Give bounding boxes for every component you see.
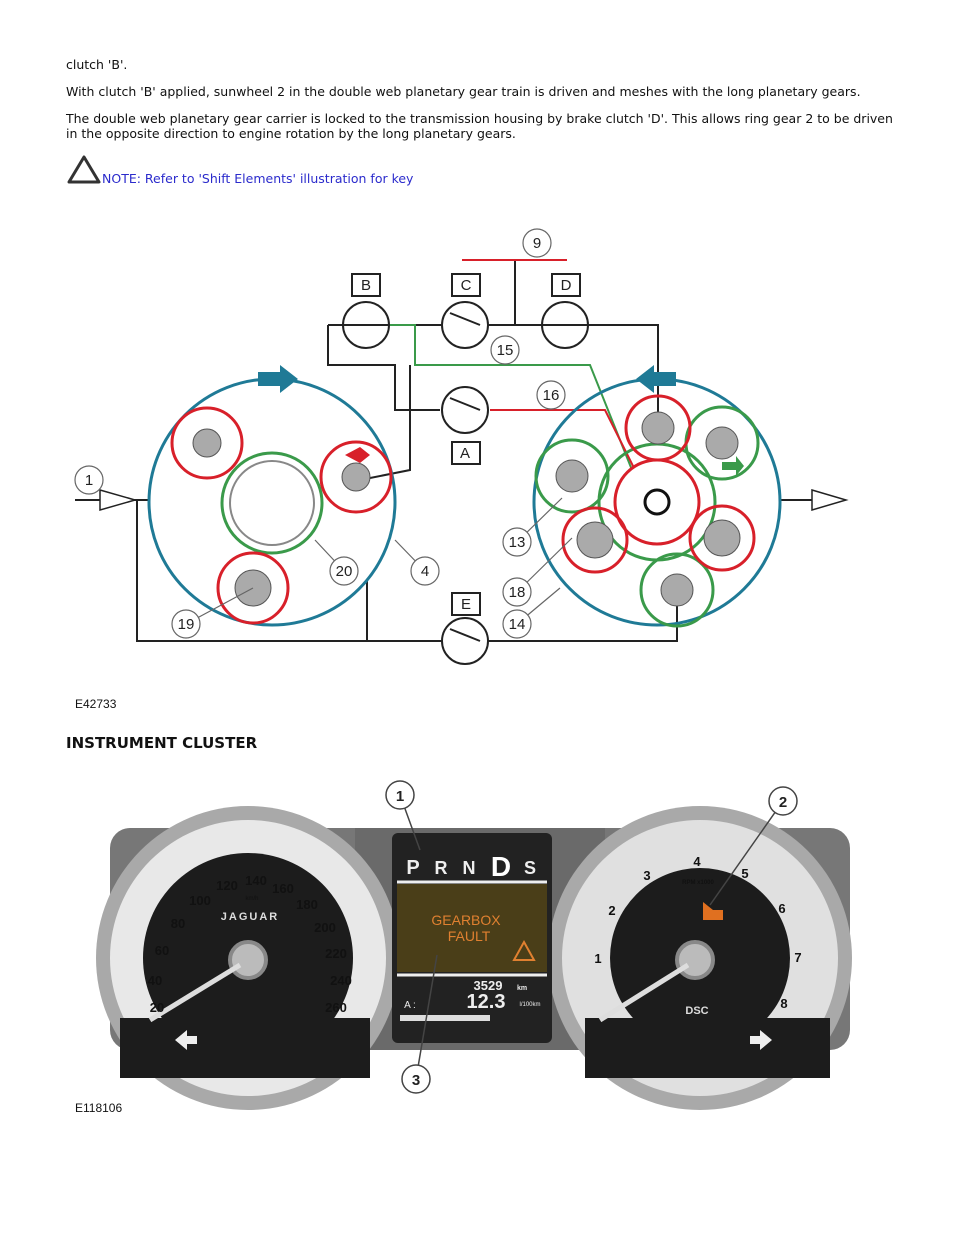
figure-id: E42733	[75, 697, 117, 711]
message-line-1: GEARBOX	[431, 912, 501, 928]
consumption: 12.3	[467, 991, 506, 1013]
odometer: 3529	[474, 978, 503, 993]
rpm-tick: 7	[794, 950, 801, 965]
gear-n: N	[463, 858, 476, 878]
callout-18: 18	[509, 584, 526, 601]
callout-14: 14	[509, 616, 526, 633]
brand-logo: JAGUAR	[221, 911, 279, 923]
paragraph: With clutch 'B' applied, sunwheel 2 in t…	[66, 84, 861, 99]
gear-p: P	[406, 857, 419, 879]
gear-s: S	[524, 858, 536, 878]
callout-1: 1	[85, 472, 93, 489]
message-line-2: FAULT	[448, 928, 491, 944]
rpm-unit: RPM x1000	[682, 880, 714, 886]
speed-unit: km/h	[245, 896, 258, 902]
note-text: NOTE: Refer to 'Shift Elements' illustra…	[102, 171, 414, 186]
clutch-label-e: E	[461, 596, 471, 613]
clutch-label-b: B	[361, 277, 371, 294]
trip-label: A :	[404, 1000, 416, 1011]
speed-tick: 160	[272, 881, 294, 896]
speed-tick: 240	[330, 973, 352, 988]
callout-20: 20	[336, 563, 353, 580]
callout-2: 2	[779, 794, 787, 811]
speed-tick: 220	[325, 946, 347, 961]
speed-tick: 180	[296, 897, 318, 912]
gear-r: R	[435, 858, 448, 878]
rpm-tick: 1	[594, 951, 601, 966]
rpm-tick: 2	[608, 903, 615, 918]
speed-tick: 40	[148, 973, 162, 988]
speed-tick: 200	[314, 920, 336, 935]
dsc-label: DSC	[685, 1005, 708, 1017]
speed-tick: 140	[245, 873, 267, 888]
callout-3: 3	[412, 1072, 420, 1089]
figure-id: E118106	[75, 1101, 123, 1115]
paragraph: clutch 'B'.	[66, 57, 128, 72]
section-heading: INSTRUMENT CLUSTER	[66, 734, 258, 752]
speed-tick: 260	[325, 1000, 347, 1015]
clutch-label-d: D	[561, 277, 572, 294]
callout-4: 4	[421, 563, 429, 580]
speed-tick: 60	[155, 943, 169, 958]
rpm-tick: 6	[778, 901, 785, 916]
gear-d: D	[491, 851, 511, 882]
clutch-label-a: A	[460, 445, 470, 462]
callout-9: 9	[533, 235, 541, 252]
callout-19: 19	[178, 616, 195, 633]
warning-triangle-icon	[67, 155, 101, 184]
callout-15: 15	[497, 342, 514, 359]
note: NOTE: Refer to 'Shift Elements' illustra…	[66, 152, 413, 186]
consumption-unit: l/100km	[519, 1002, 540, 1008]
odometer-unit: km	[517, 985, 527, 992]
callout-1: 1	[396, 788, 404, 805]
clutch-label-c: C	[461, 277, 472, 294]
callout-16: 16	[543, 387, 560, 404]
rpm-tick: 3	[643, 868, 650, 883]
speed-tick: 100	[189, 893, 211, 908]
rpm-tick: 5	[741, 866, 748, 881]
paragraph: The double web planetary gear carrier is…	[66, 111, 893, 141]
callout-13: 13	[509, 534, 526, 551]
instrument-cluster	[96, 780, 852, 1110]
rpm-tick: 8	[780, 996, 787, 1011]
rpm-tick: 4	[693, 854, 701, 869]
speed-tick: 120	[216, 878, 238, 893]
speed-tick: 20	[150, 1000, 164, 1015]
speed-tick: 80	[171, 916, 185, 931]
planetary-diagram: A B C D E 1 4 9 13 14 15 16 18 19 20	[74, 228, 849, 665]
